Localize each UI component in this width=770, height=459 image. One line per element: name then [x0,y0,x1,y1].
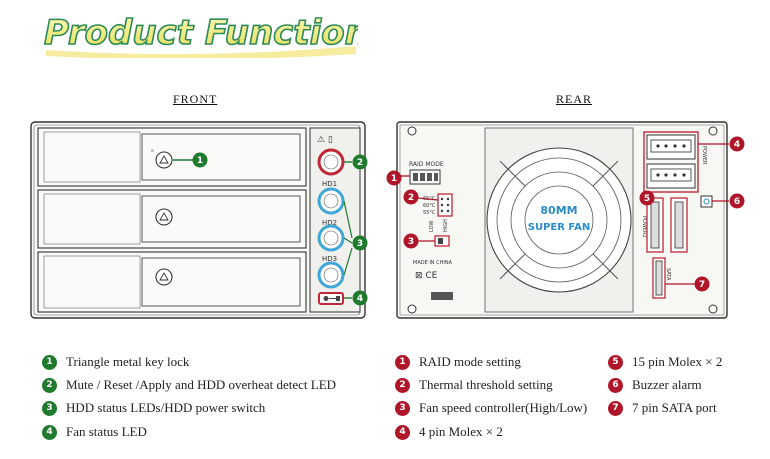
front-label: FRONT [173,92,218,106]
legend-text: Triangle metal key lock [66,354,190,369]
badge-2: 2 [42,377,57,393]
sata-label: SATA [665,268,671,281]
fan-size-label: 80MM [540,204,577,217]
molex-4pin-1 [646,134,696,160]
legend-text: Fan status LED [66,424,147,439]
badge-6: 6 [608,377,623,393]
made-in-label: MADE IN CHINA [413,260,453,266]
rear-legend-item-1: 1 RAID mode setting [395,354,521,370]
badge-4: 4 [395,424,410,440]
key-lock-1: ᵃ [151,148,173,169]
legend-text: 15 pin Molex × 2 [632,354,723,369]
svg-text:ᵃ: ᵃ [151,148,154,156]
key-lock-2 [155,208,173,226]
callout-2-front [352,154,368,170]
rear-diagram: 80MM SUPER FAN RAID MODE 65°C 60°C 55°C … [386,121,745,319]
buzzer [700,195,713,208]
callout-3-front [352,235,368,251]
led-label-hd1: HD1 [322,180,337,188]
legend-text: Fan speed controller(High/Low) [419,400,588,415]
callout-2-rear [403,189,419,205]
callout-5-rear [639,190,655,206]
sata-data-7pin [652,257,666,299]
legend-text: HDD status LEDs/HDD power switch [66,400,266,415]
legend-text: Buzzer alarm [632,377,702,392]
front-legend-item-3: 3 HDD status LEDs/HDD power switch [42,400,265,416]
legend-text: Mute / Reset /Apply and HDD overheat det… [66,377,337,392]
rear-fan: 80MM SUPER FAN [484,127,634,313]
svg-text:1: 1 [391,174,397,184]
rear-legend-item-4: 4 4 pin Molex × 2 [395,424,503,440]
rear-legend-item-5: 5 15 pin Molex × 2 [608,354,722,370]
callout-3-rear [403,233,419,249]
power-label: POWER [701,146,707,165]
badge-3: 3 [395,400,410,416]
front-diagram: ᵃ ⚠ ▯ HD1 HD2 HD3 1 2 3 4 [30,121,368,319]
callout-4-front [352,290,368,306]
molex-4pin-2 [646,163,696,189]
svg-text:5: 5 [644,194,650,204]
callout-4-rear [729,136,745,152]
drive-bay-3 [37,251,307,313]
svg-text:⚠ ▯: ⚠ ▯ [317,135,333,145]
legend-text: 4 pin Molex × 2 [419,424,503,439]
svg-text:3: 3 [408,237,414,247]
callout-1-front [192,152,208,168]
led-label-hd3: HD3 [322,255,337,263]
raid-mode-label: RAID MODE [409,161,444,168]
fan-speed-low: LOW [429,220,435,232]
badge-1: 1 [395,354,410,370]
front-legend-item-1: 1 Triangle metal key lock [42,354,189,370]
svg-text:⊠ CE: ⊠ CE [415,271,438,281]
badge-1: 1 [42,354,57,370]
rear-legend-item-2: 2 Thermal threshold setting [395,377,553,393]
badge-3: 3 [42,400,57,416]
rear-legend-item-3: 3 Fan speed controller(High/Low) [395,400,587,416]
front-legend-item-2: 2 Mute / Reset /Apply and HDD overheat d… [42,377,336,393]
callout-6-rear [729,193,745,209]
legend-text: RAID mode setting [419,354,521,369]
rear-legend-item-7: 7 7 pin SATA port [608,400,717,416]
fan-speed-high: HIGH [443,219,449,232]
temp-label-60: 60°C [423,203,436,209]
thermal-jumper [437,193,453,217]
svg-text:4: 4 [357,294,363,304]
svg-text:3: 3 [357,239,363,249]
rear-label: REAR [556,92,593,106]
legend-text: Thermal threshold setting [419,377,553,392]
badge-7: 7 [608,400,623,416]
temp-label-55: 55°C [423,210,436,216]
led-label-hd2: HD2 [322,219,337,227]
badge-2: 2 [395,377,410,393]
fan-name-label: SUPER FAN [528,222,590,233]
svg-text:4: 4 [734,140,740,150]
front-legend-item-4: 4 Fan status LED [42,424,147,440]
page-title: Product Function [44,13,358,53]
callout-7-rear [694,276,710,292]
title-banner: Product Function [43,12,358,58]
svg-text:2: 2 [357,158,363,168]
key-lock-3 [155,268,173,286]
power2-label: POWER2 [641,216,647,238]
badge-4: 4 [42,424,57,440]
callout-1-rear [386,170,402,186]
rear-legend-item-6: 6 Buzzer alarm [608,377,702,393]
badge-5: 5 [608,354,623,370]
legend-text: 7 pin SATA port [632,400,717,415]
svg-text:1: 1 [197,156,203,166]
svg-text:7: 7 [699,280,705,290]
svg-text:2: 2 [408,193,414,203]
svg-text:6: 6 [734,197,740,207]
sata-power-15pin [646,197,688,253]
